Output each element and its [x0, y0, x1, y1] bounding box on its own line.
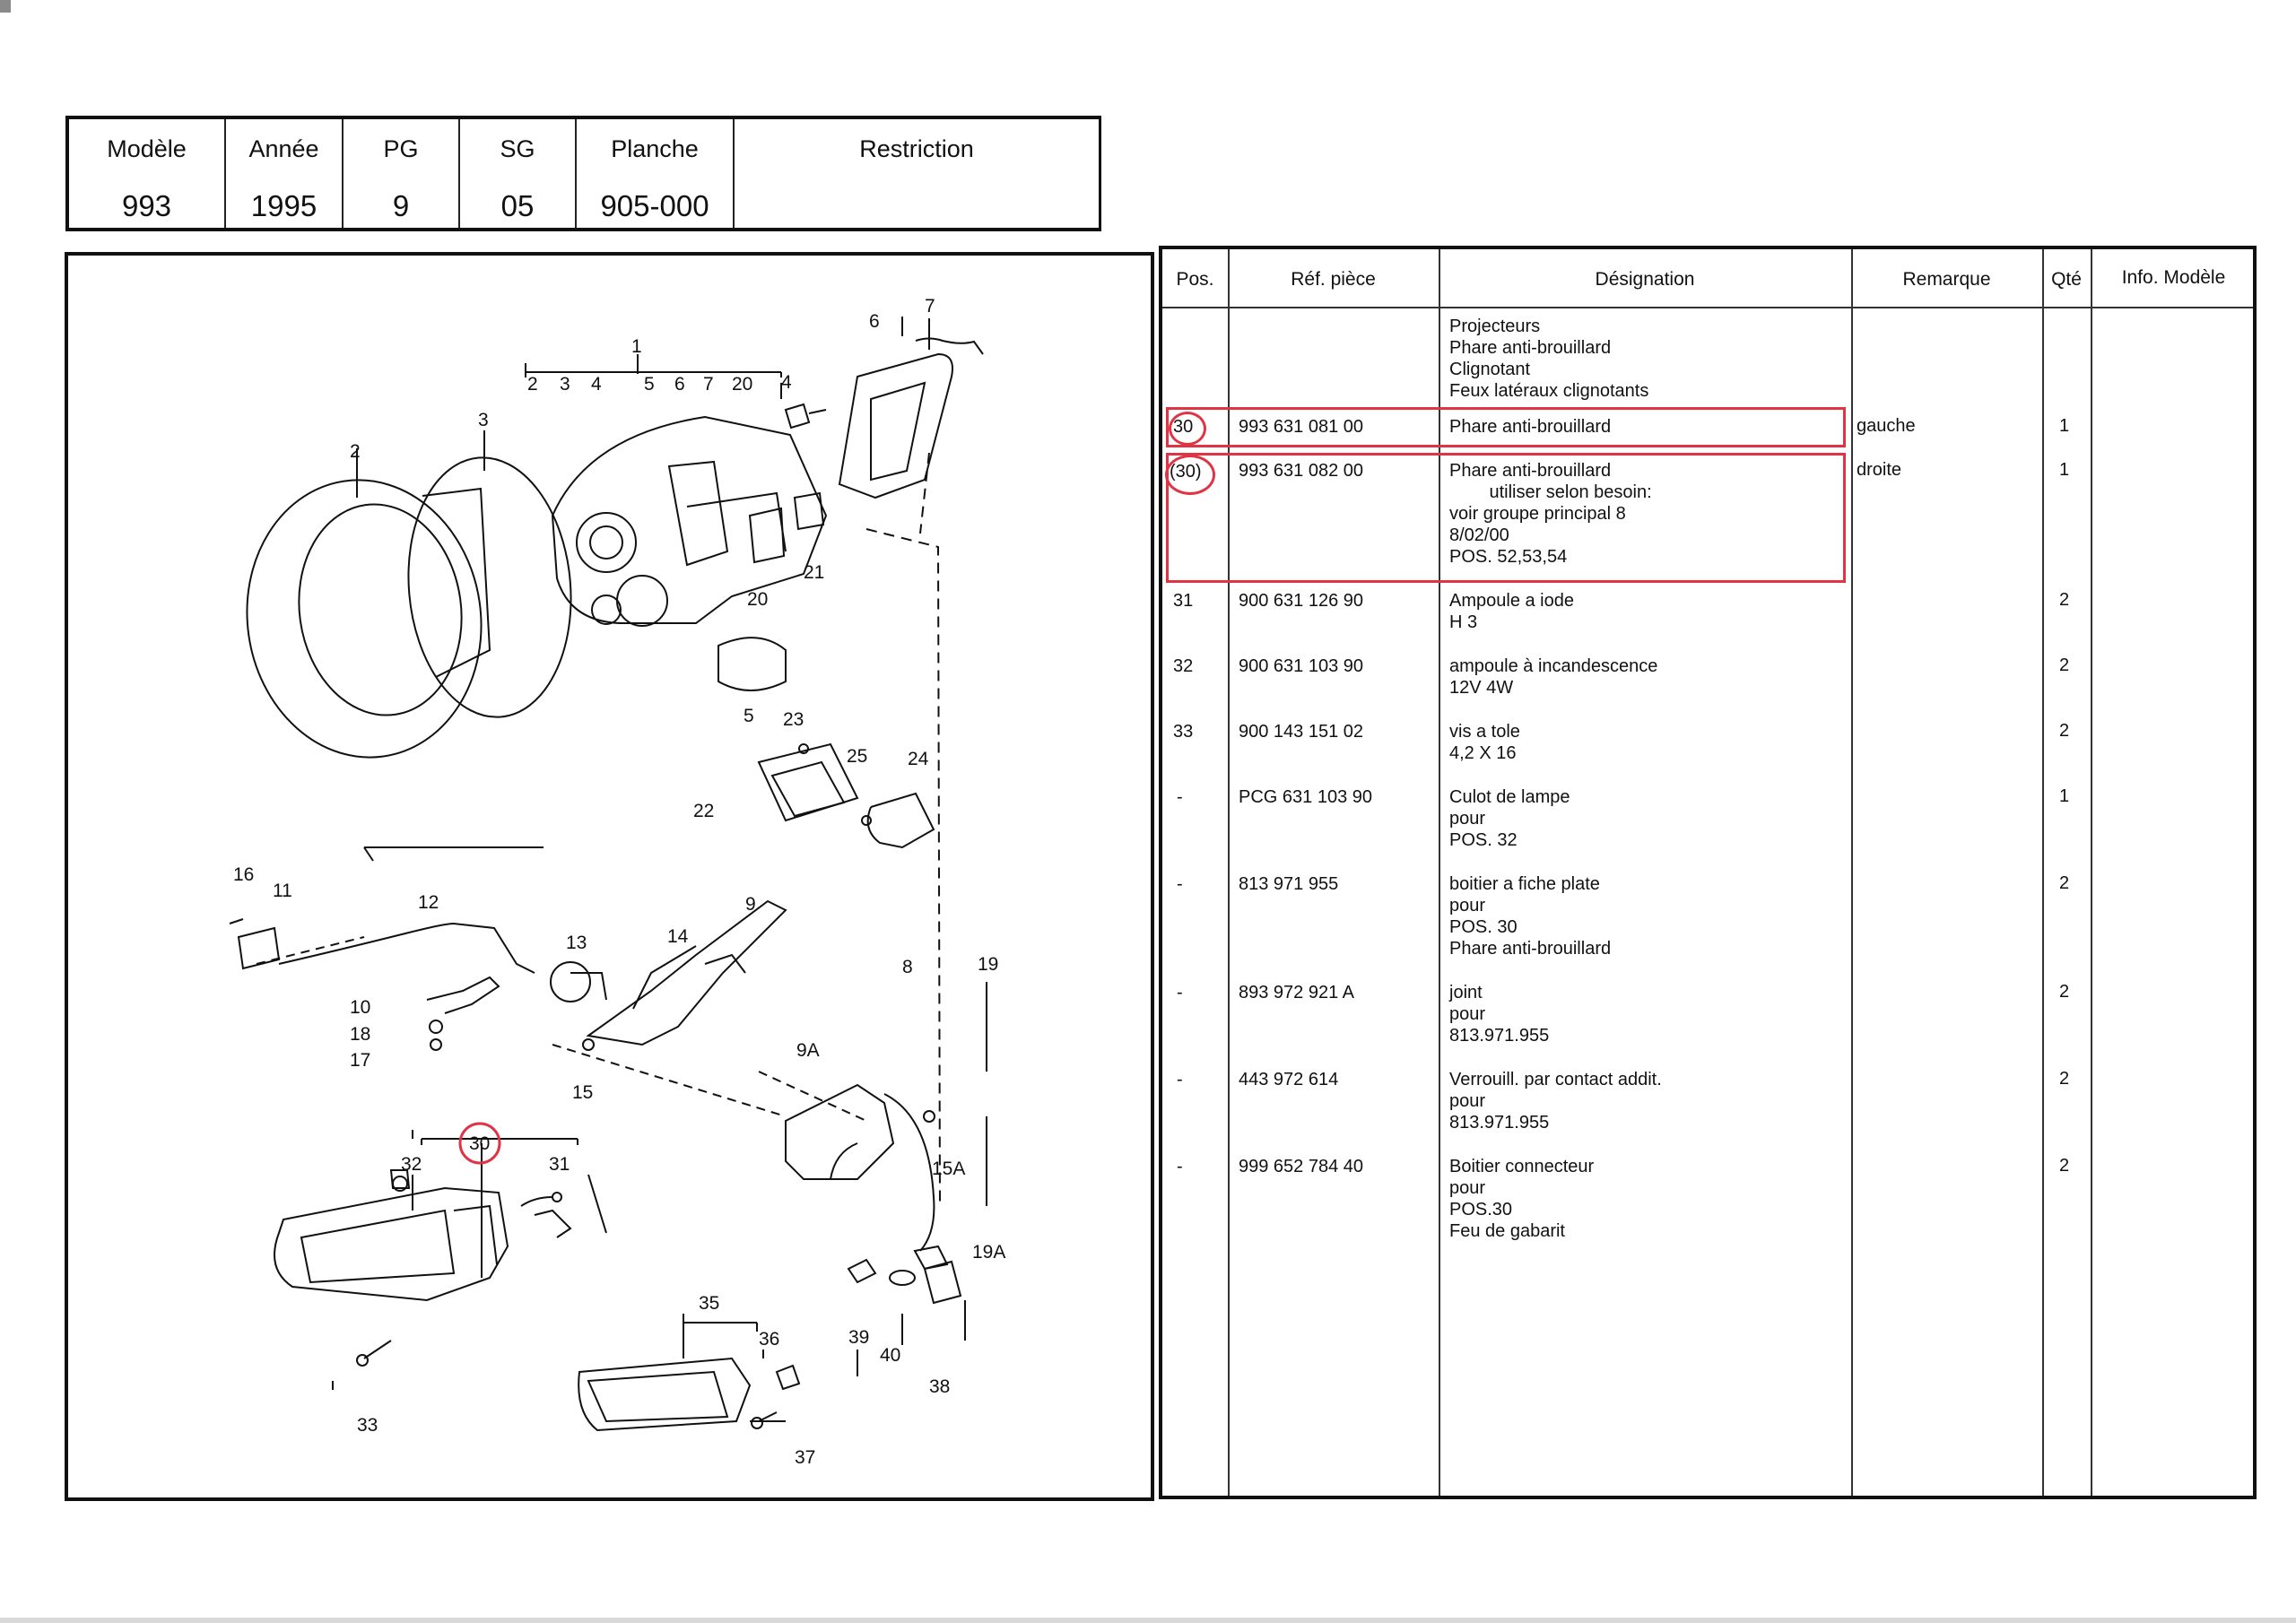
bulb-cap: [718, 637, 787, 691]
row-qte: 2: [2059, 721, 2070, 741]
row-designation: Ampoule a iode H 3: [1449, 591, 1574, 632]
seal-ring: [407, 456, 572, 718]
lower-bracket: [785, 1083, 895, 1180]
row-pos: -: [1177, 983, 1183, 1002]
row-ref: 900 631 103 90: [1239, 656, 1364, 676]
wiring-cable: [883, 1093, 935, 1252]
col-header-info-modele: Info. Modèle: [2121, 267, 2226, 288]
col-header-remarque: Remarque: [1902, 269, 1991, 290]
col-header-ref: Réf. pièce: [1291, 269, 1376, 290]
row-designation: boitier a fiche plate pour POS. 30 Phare…: [1449, 874, 1612, 959]
row-pos: -: [1177, 787, 1183, 807]
header-col-sg: SG 05: [460, 119, 577, 228]
row-pos: 33: [1173, 722, 1194, 742]
highlight-ring-pos-30-bracketed: [1165, 455, 1215, 495]
header-value: 05: [500, 189, 535, 222]
row-pos: -: [1177, 1070, 1183, 1089]
header-value: 9: [392, 189, 410, 222]
row-ref: 900 143 151 02: [1239, 722, 1364, 742]
indicator-lens: [578, 1357, 752, 1432]
header-value: 993: [121, 189, 172, 222]
row-pos: 30: [1173, 417, 1194, 437]
side-marker: [923, 1260, 962, 1305]
fog-lamp: [274, 1186, 509, 1302]
row-remarque: gauche: [1857, 416, 1916, 436]
column-divider: [1439, 249, 1440, 1496]
col-header-designation: Désignation: [1595, 269, 1695, 290]
col-header-pos: Pos.: [1176, 269, 1214, 290]
row-designation: Culot de lampe pour POS. 32: [1449, 787, 1570, 850]
scan-bottom-edge: [0, 1618, 2296, 1623]
header-label: SG: [500, 135, 535, 162]
row-designation: ampoule à incandescence 12V 4W: [1449, 656, 1658, 698]
adjust-rod: [278, 922, 535, 974]
header-label: Modèle: [107, 135, 187, 162]
row-designation: Phare anti-brouillard utiliser selon bes…: [1449, 461, 1652, 567]
row-qte: 1: [2059, 786, 2070, 806]
column-divider: [1228, 249, 1230, 1496]
row-pos: 32: [1173, 656, 1194, 676]
bracket-line: [525, 363, 782, 378]
row-qte: 2: [2059, 873, 2070, 893]
row-qte: 2: [2059, 1156, 2070, 1176]
row-qte: 1: [2059, 460, 2070, 480]
column-divider: [1851, 249, 1853, 1496]
header-divider: [1162, 307, 2253, 308]
column-divider: [2042, 249, 2044, 1496]
row-ref: 813 971 955: [1239, 874, 1339, 894]
highlight-ring-pos-30: [1169, 412, 1206, 446]
diagram-drawing: [229, 317, 987, 1432]
row-qte: 2: [2059, 590, 2070, 610]
row-designation: vis a tole 4,2 X 16: [1449, 722, 1520, 763]
control-unit: [757, 742, 859, 822]
header-value: 1995: [250, 189, 317, 222]
row-designation: joint pour 813.971.955: [1449, 983, 1550, 1046]
header-col-annee: Année 1995: [226, 119, 344, 228]
headlamp-housing: [551, 415, 828, 624]
row-qte: 2: [2059, 655, 2070, 675]
row-ref: 993 631 082 00: [1239, 461, 1364, 481]
highlight-row-30: [1166, 407, 1846, 447]
indicator-frame: [838, 352, 953, 499]
header-col-modele: Modèle 993: [69, 119, 226, 228]
row-ref: 443 972 614: [1239, 1070, 1339, 1089]
header-value: 905-000: [600, 189, 709, 222]
parts-list-table: Pos. Réf. pièce Désignation Remarque Qté…: [1159, 246, 2257, 1499]
row-qte: 1: [2059, 416, 2070, 436]
row-pos: (30): [1170, 462, 1202, 482]
row-ref: 993 631 081 00: [1239, 417, 1364, 437]
highlight-row-30-bracketed: [1166, 453, 1846, 583]
model-header-table: Modèle 993 Année 1995 PG 9 SG 05 Planche…: [65, 116, 1101, 231]
header-label: Planche: [611, 135, 699, 162]
row-ref: 999 652 784 40: [1239, 1157, 1364, 1176]
header-label: Année: [248, 135, 319, 162]
row-ref: PCG 631 103 90: [1239, 787, 1372, 807]
row-qte: 2: [2059, 982, 2070, 1002]
highlight-circle-30: [458, 1122, 501, 1165]
mount-bracket: [586, 899, 787, 1046]
row-ref: 893 972 921 A: [1239, 983, 1355, 1002]
row-designation: Projecteurs Phare anti-brouillard Cligno…: [1449, 317, 1649, 401]
row-ref: 900 631 126 90: [1239, 591, 1364, 611]
row-designation: Boitier connecteur pour POS.30 Feu de ga…: [1449, 1157, 1595, 1241]
header-col-restriction: Restriction: [735, 119, 1099, 228]
headlamp-lens: [246, 479, 483, 759]
header-label: Restriction: [859, 135, 974, 162]
row-designation: Verrouill. par contact addit. pour 813.9…: [1449, 1070, 1662, 1133]
row-remarque: droite: [1857, 460, 1902, 480]
row-pos: -: [1177, 874, 1183, 894]
header-label: PG: [383, 135, 419, 162]
header-col-planche: Planche 905-000: [577, 119, 735, 228]
exploded-parts-diagram: 1 2 3 4 5 6 7 20 2 3 4 5 6 7 8 9 9A 10 1…: [65, 252, 1154, 1501]
row-designation: Phare anti-brouillard: [1449, 417, 1612, 437]
row-pos: -: [1177, 1157, 1183, 1176]
header-col-pg: PG 9: [344, 119, 460, 228]
row-qte: 2: [2059, 1069, 2070, 1089]
col-header-qte: Qté: [2051, 269, 2082, 290]
row-pos: 31: [1173, 591, 1194, 611]
scan-corner-mark: [0, 0, 11, 13]
column-divider: [2091, 249, 2092, 1496]
